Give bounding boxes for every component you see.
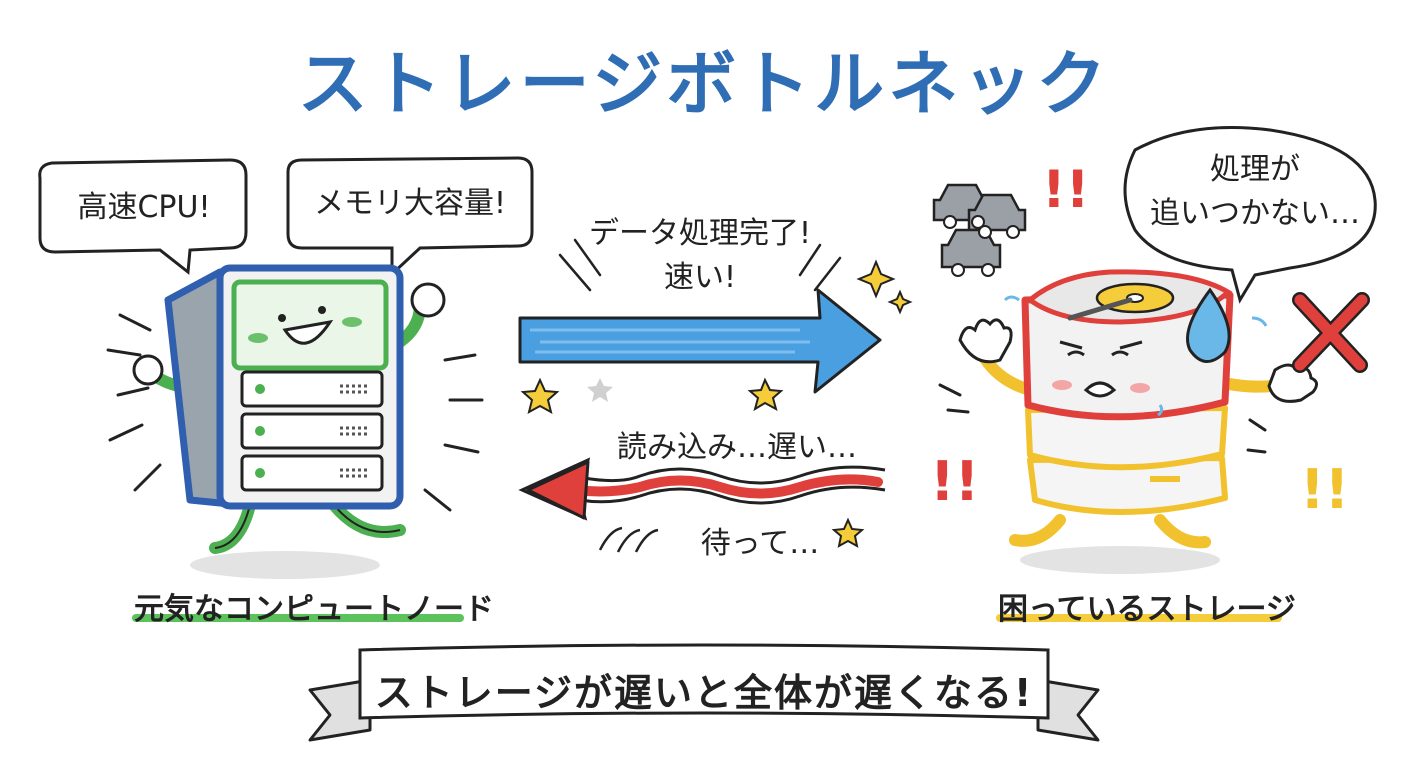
error-x-icon xyxy=(1292,292,1370,373)
exclaim-left: !! xyxy=(930,450,980,513)
compute-node xyxy=(106,264,484,579)
storage-stack xyxy=(938,269,1318,574)
bubble-memory xyxy=(286,156,534,278)
bubble-storage-line1: 処理が xyxy=(1210,152,1300,187)
banner-text: ストレージが遅いと全体が遅くなる! xyxy=(374,671,1034,715)
storage-label-underline xyxy=(996,614,1282,622)
exclaim-top: !! xyxy=(1042,160,1090,220)
page-title: ストレージボトルネック xyxy=(297,43,1111,125)
bubble-storage xyxy=(1123,126,1377,304)
compute-label-underline xyxy=(132,614,464,622)
bubble-cpu-text: 高速CPU! xyxy=(77,190,211,225)
bubble-storage-line2: 追いつかない… xyxy=(1150,196,1360,231)
slow-read-label: 読み込み…遅い… xyxy=(617,430,857,465)
fast-arrow xyxy=(518,238,913,414)
bubble-cpu xyxy=(38,158,248,275)
fast-label-line1: データ処理完了! xyxy=(588,216,812,251)
compute-label: 元気なコンピュートノード xyxy=(134,592,494,627)
banner-ribbon xyxy=(308,643,1100,742)
slow-arrow xyxy=(518,457,886,553)
slow-wait-label: 待って… xyxy=(700,526,820,561)
storage-label: 困っているストレージ xyxy=(998,592,1296,627)
exclaim-right: !! xyxy=(1300,458,1350,521)
bubble-memory-text: メモリ大容量! xyxy=(313,186,507,221)
traffic-jam-icon xyxy=(932,183,1027,277)
fast-label-line2: 速い! xyxy=(663,260,737,295)
